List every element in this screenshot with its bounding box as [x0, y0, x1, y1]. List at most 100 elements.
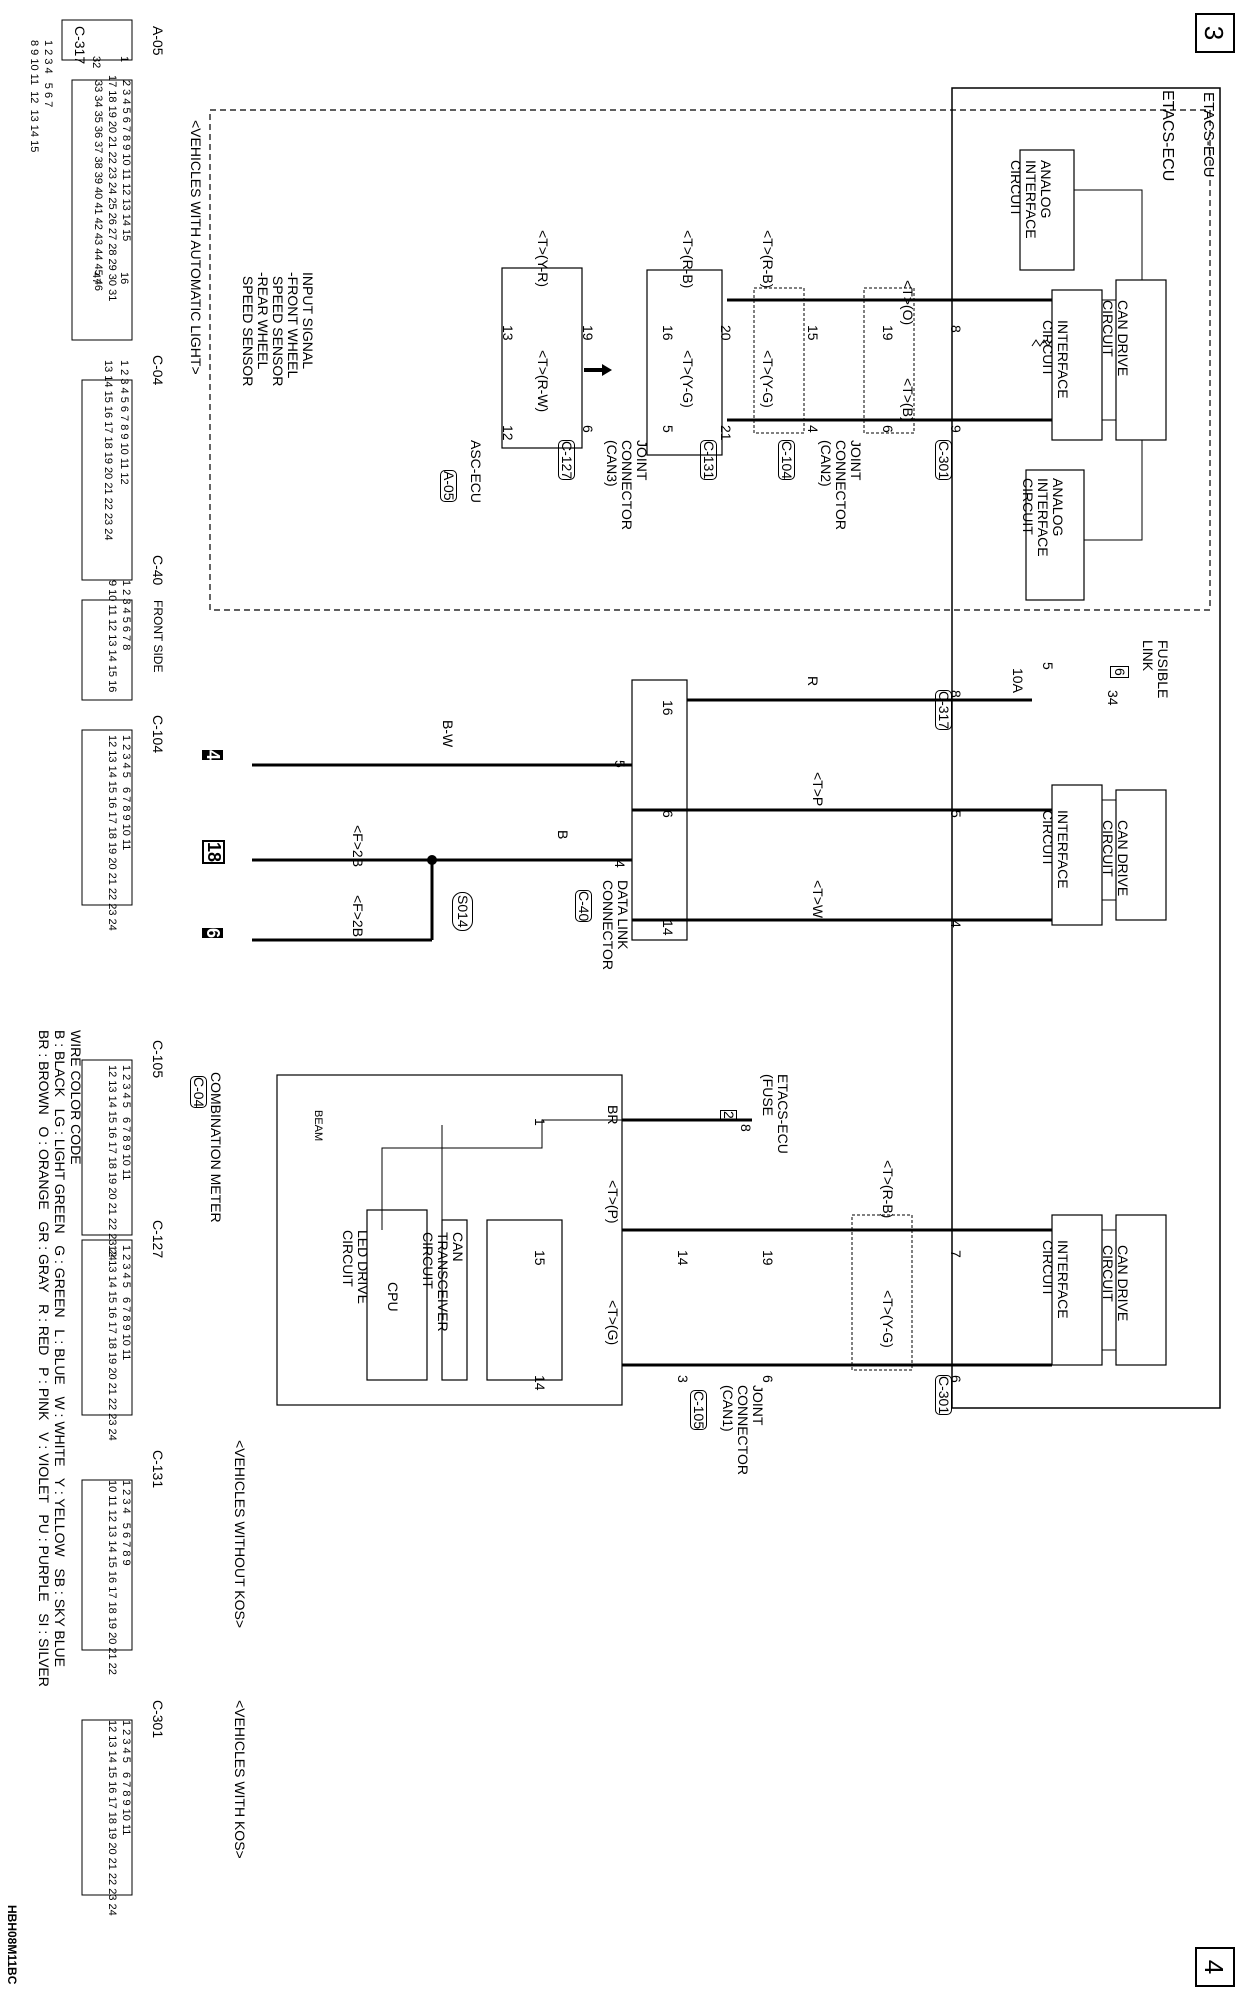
- cv-c301: C-301: [150, 1700, 166, 1739]
- wire-label-t-g: <T>(G): [605, 1300, 621, 1346]
- pin-ecu-9: 9: [948, 425, 964, 433]
- can-drive-label-1: CAN DRIVE CIRCUIT: [1100, 300, 1131, 377]
- analog-interface-block-2: [1025, 469, 1085, 601]
- cv-c317-r1: 1 2 3 4 5 6 7: [42, 40, 54, 108]
- fusible-link-label: FUSIBLE LINK: [1140, 640, 1171, 699]
- fusible-link-box: 6: [1110, 666, 1129, 678]
- cv-a05-p16: 16: [118, 272, 130, 285]
- cv-c131: C-131: [150, 1450, 166, 1489]
- cv-a05-p1: 1: [118, 56, 130, 63]
- page-number-left: 3: [1195, 13, 1235, 53]
- led-drive-label: LED DRIVE CIRCUIT: [340, 1230, 371, 1304]
- wire-label-f2b-2: <F>2B: [350, 895, 366, 938]
- pin-c127-5: 5: [660, 425, 676, 433]
- fuse-number: 5: [1040, 662, 1056, 670]
- cv-a05-p47: 47: [90, 272, 102, 285]
- etacs-fuse-label: ETACS-ECU (FUSE: [760, 1074, 791, 1154]
- etacs-ecu-outline: [951, 87, 1221, 1409]
- input-arrow: [584, 364, 612, 376]
- jc-can1-label: JOINT CONNECTOR (CAN1): [720, 1385, 766, 1475]
- can-drive-block-1: [1115, 279, 1167, 441]
- cv-c127: C-127: [150, 1220, 166, 1259]
- pin-c104-6: 6: [880, 425, 896, 433]
- asc-ecu-box: [646, 269, 723, 456]
- can-transceiver-block: [486, 1219, 563, 1381]
- cv-c127-r2: 12 13 14 15 16 17 18 19 20 21 22 23 24: [106, 1245, 118, 1441]
- jc-c131-id: C-131: [700, 440, 717, 481]
- pin-c131-20: 20: [718, 325, 734, 341]
- pin-c105-14: 14: [675, 1250, 691, 1266]
- jc-can2-id: C-104: [778, 440, 795, 481]
- cv-c104-r2: 12 13 14 15 16 17 18 19 20 21 22 23 24: [106, 735, 118, 931]
- asc-ecu-id: A-05: [440, 470, 457, 502]
- wire-label-bw: B-W: [440, 720, 456, 748]
- pin-c317-8: 8: [948, 690, 964, 698]
- pin-c127-16: 16: [660, 325, 676, 341]
- cv-c301-r2: 12 13 14 15 16 17 18 19 20 21 22 23 24: [106, 1720, 118, 1916]
- joint-connector-can3: [753, 287, 805, 434]
- wire-label-t-yg2: <T>(Y-G): [680, 350, 696, 408]
- c301-id-b: C-301: [935, 1375, 952, 1416]
- analog-interface-label-1: ANALOG INTERFACE CIRCUIT: [1008, 160, 1054, 239]
- cv-c40-side: FRONT SIDE: [151, 600, 165, 673]
- jc-can2-label: JOINT CONNECTOR (CAN2): [818, 440, 864, 530]
- beam-label: BEAM: [312, 1110, 324, 1142]
- without-kos-label: <VEHICLES WITHOUT KOS>: [232, 1440, 248, 1629]
- pin-dlc-4: 4: [612, 860, 628, 868]
- splice-s014: [427, 855, 437, 865]
- interface-block-1: [1051, 289, 1103, 441]
- led-drive-block: [366, 1209, 428, 1381]
- jc-can3-label: JOINT CONNECTOR (CAN3): [604, 440, 650, 530]
- wire-label-t-rw: <T>(R-W): [535, 350, 551, 413]
- cv-c104-r1: 1 2 3 4 5 6 7 8 9 10 11: [120, 735, 132, 851]
- fuse-rating: 10A: [1010, 668, 1026, 693]
- auto-light-label: <VEHICLES WITH AUTOMATIC LIGHT>: [188, 120, 204, 375]
- pin-meter-15: 15: [532, 1250, 548, 1266]
- color-code-title: WIRE COLOR CODE: [68, 1030, 84, 1165]
- svg-text:3: 3: [1199, 26, 1229, 40]
- cv-a05-r2: 17 18 19 20 21 22 23 24 25 26 27 28 29 3…: [106, 75, 118, 302]
- wire-label-r: R: [805, 676, 821, 687]
- analog-interface-label-2: ANALOG INTERFACE CIRCUIT: [1020, 478, 1066, 557]
- input-signal-box: [501, 267, 583, 449]
- etacs-fuse-box: 2: [720, 1110, 737, 1120]
- wire-label-tw: <T>W: [810, 880, 826, 919]
- cv-c131-r1: 1 2 3 4 5 6 7 8 9: [120, 1480, 132, 1566]
- pin-dlc-14: 14: [660, 920, 676, 936]
- svg-text:4: 4: [1199, 1960, 1229, 1974]
- wire-label-t-yr: <T>(Y-R): [535, 230, 551, 288]
- pin-c104-4: 4: [805, 425, 821, 433]
- cv-c105-r1: 1 2 3 4 5 6 7 8 9 10 11: [120, 1065, 132, 1181]
- can-drive-block-3: [1115, 1214, 1167, 1366]
- combination-meter-box: [276, 1074, 623, 1406]
- cv-c317: C-317: [72, 26, 88, 65]
- wire-label-t-b: <T>(B): [900, 378, 916, 422]
- pin-ecu2-4: 4: [948, 920, 964, 928]
- cpu-label: CPU: [385, 1282, 401, 1312]
- cpu-block: [441, 1219, 468, 1381]
- color-code-line1: B : BLACK LG : LIGHT GREEN G : GREEN L :…: [52, 1030, 68, 1667]
- interface-block-2: [1051, 784, 1103, 926]
- pin-c105-6: 6: [760, 1375, 776, 1383]
- dlc-label: DATA LINK CONNECTOR: [600, 880, 631, 970]
- cv-c04-r2: 13 14 15 16 17 18 19 20 21 22 23 24: [102, 360, 114, 541]
- can-drive-block-2: [1115, 789, 1167, 921]
- c301-id-a: C-301: [935, 440, 952, 481]
- wire-label-t-p: <T>(P): [605, 1180, 621, 1224]
- pin-ecu3-7: 7: [948, 1250, 964, 1258]
- splice-label: S014: [452, 892, 473, 931]
- cv-c04-r1: 1 2 3 4 5 6 7 8 9 10 11 12: [118, 360, 130, 485]
- dlc-id: C-40: [575, 890, 592, 923]
- pin-c104-15: 15: [805, 325, 821, 341]
- etacs-fuse-no: 8: [738, 1124, 754, 1132]
- wire-label-t-o: <T>(O): [900, 280, 916, 326]
- pin-ecu3-6: 6: [948, 1375, 964, 1383]
- pin-c127-19: 19: [580, 325, 596, 341]
- c317-id: C-317: [935, 690, 952, 731]
- destination-18: 18: [202, 840, 225, 865]
- wire-label-br: BR: [605, 1105, 621, 1125]
- interface-label-2: INTERFACE CIRCUIT: [1040, 810, 1071, 889]
- pin-dlc-6: 6: [660, 810, 676, 818]
- interface-block-3: [1051, 1214, 1103, 1366]
